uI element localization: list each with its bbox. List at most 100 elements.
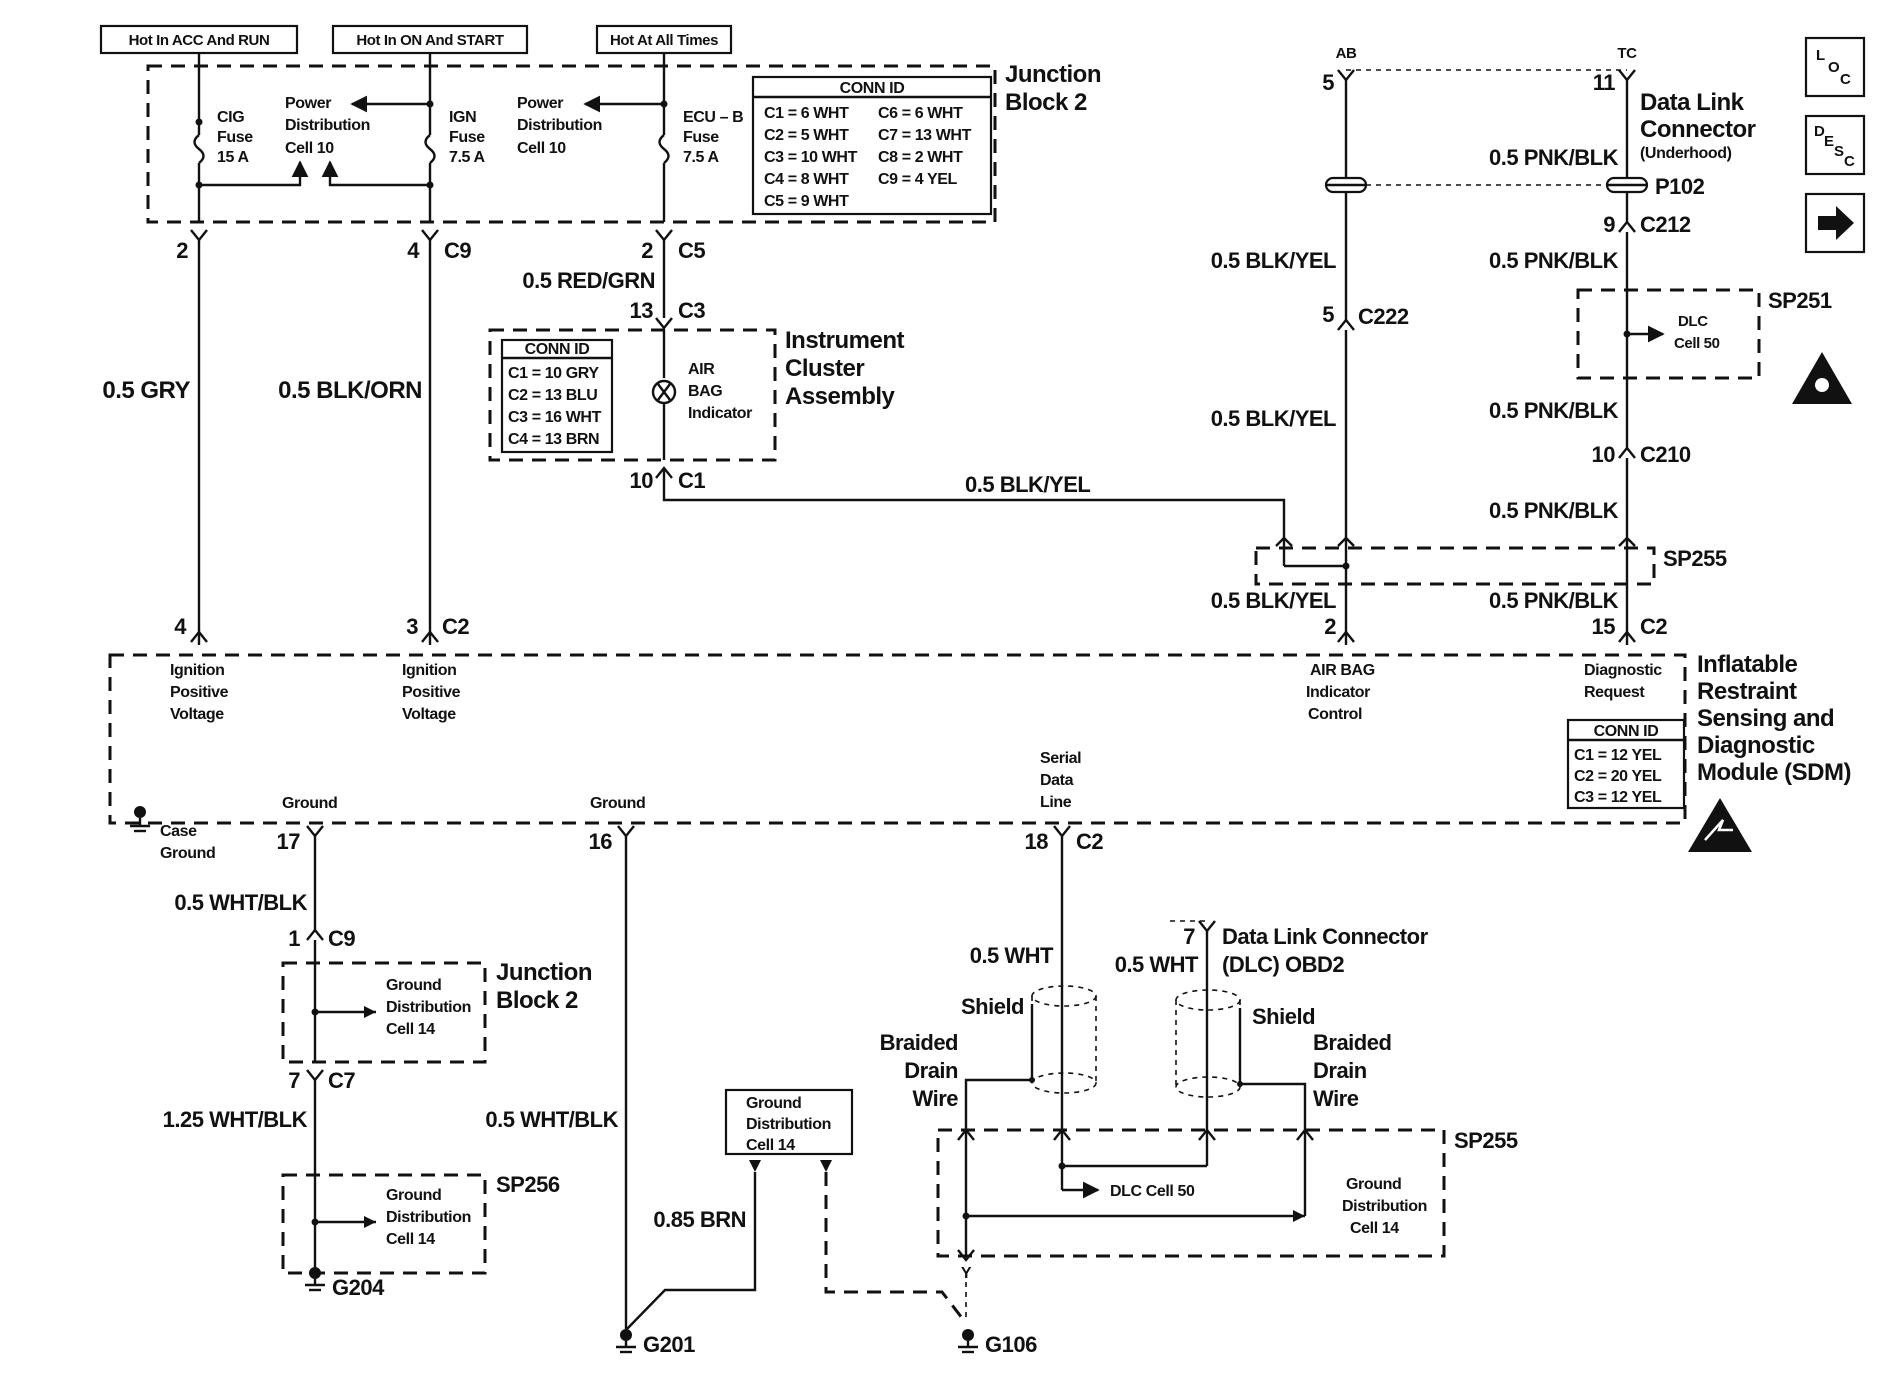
connector-c7-7 — [306, 1069, 324, 1082]
svg-text:DLC Cell 50: DLC Cell 50 — [1110, 1183, 1195, 1200]
svg-text:Diagnostic: Diagnostic — [1584, 662, 1662, 679]
svg-text:C9 = 4 YEL: C9 = 4 YEL — [878, 171, 957, 188]
connector-sdm-2 — [1337, 630, 1355, 643]
description-icon[interactable]: D E S C — [1804, 114, 1866, 176]
svg-text:Ignition: Ignition — [170, 662, 225, 679]
svg-text:Block 2: Block 2 — [1005, 89, 1087, 116]
svg-text:Ignition: Ignition — [402, 662, 457, 679]
splice-sp255-top: SP255 — [1254, 538, 1727, 600]
svg-text:Cell 14: Cell 14 — [746, 1137, 795, 1154]
svg-text:Line: Line — [1040, 794, 1072, 811]
svg-text:11: 11 — [1593, 70, 1616, 95]
svg-text:Ground: Ground — [386, 1187, 441, 1204]
ground-distribution-cell-14: Ground Distribution Cell 14 — [724, 1088, 854, 1172]
svg-text:C4 = 8 WHT: C4 = 8 WHT — [764, 171, 849, 188]
svg-text:C1 = 6 WHT: C1 = 6 WHT — [764, 105, 849, 122]
svg-text:Indicator: Indicator — [1306, 684, 1370, 701]
svg-text:0.5 WHT/BLK: 0.5 WHT/BLK — [485, 1107, 618, 1132]
svg-text:0.5 WHT/BLK: 0.5 WHT/BLK — [174, 890, 307, 915]
ecu-fuse-icon — [658, 134, 670, 164]
svg-text:Instrument: Instrument — [785, 327, 905, 354]
connector-sdm-17 — [306, 825, 324, 838]
svg-text:C9: C9 — [328, 926, 355, 951]
svg-text:18: 18 — [1025, 829, 1049, 854]
connector-c5-2 — [655, 229, 673, 242]
svg-text:0.5 WHT: 0.5 WHT — [970, 943, 1054, 968]
svg-text:16: 16 — [589, 829, 613, 854]
connector-dlc-7 — [1198, 920, 1216, 933]
svg-text:Block 2: Block 2 — [496, 987, 578, 1014]
svg-text:L: L — [1816, 47, 1825, 64]
location-icon[interactable]: L O C — [1804, 36, 1866, 98]
svg-text:Hot In ON And START: Hot In ON And START — [356, 32, 504, 49]
svg-text:Distribution: Distribution — [386, 1209, 471, 1226]
svg-text:CONN ID: CONN ID — [525, 341, 590, 358]
svg-text:(DLC) OBD2: (DLC) OBD2 — [1222, 952, 1344, 977]
svg-text:Voltage: Voltage — [402, 706, 456, 723]
svg-text:Serial: Serial — [1040, 750, 1081, 767]
svg-text:C2 = 5 WHT: C2 = 5 WHT — [764, 127, 849, 144]
next-arrow-icon[interactable] — [1804, 192, 1866, 254]
svg-text:9: 9 — [1603, 212, 1615, 237]
header-acc-run: Hot In ACC And RUN — [99, 24, 299, 55]
ground-g106: G106 — [958, 1329, 1038, 1357]
svg-text:Ground: Ground — [590, 795, 645, 812]
svg-text:Cell 10: Cell 10 — [285, 140, 334, 157]
svg-text:0.5 BLK/YEL: 0.5 BLK/YEL — [1211, 248, 1336, 273]
svg-text:2: 2 — [176, 238, 188, 263]
svg-text:AB: AB — [1336, 45, 1357, 62]
svg-text:15: 15 — [1592, 614, 1616, 639]
ground-g201: G201 — [616, 1329, 696, 1357]
svg-text:C212: C212 — [1640, 212, 1691, 237]
airbag-lamp-icon — [651, 379, 677, 405]
svg-text:1.25 WHT/BLK: 1.25 WHT/BLK — [163, 1107, 308, 1132]
svg-text:Ground: Ground — [746, 1095, 801, 1112]
svg-text:Braided: Braided — [880, 1030, 958, 1055]
shield-left: Shield — [961, 985, 1097, 1094]
svg-text:Fuse: Fuse — [217, 129, 253, 146]
svg-text:Data Link: Data Link — [1640, 89, 1745, 116]
jb2-title: Junction — [1005, 61, 1101, 88]
svg-text:Sensing and: Sensing and — [1697, 705, 1834, 732]
svg-text:15 A: 15 A — [217, 149, 249, 166]
svg-text:C: C — [1840, 71, 1851, 88]
svg-text:Positive: Positive — [402, 684, 461, 701]
svg-text:TC: TC — [1617, 45, 1637, 62]
svg-text:0.5 PNK/BLK: 0.5 PNK/BLK — [1489, 145, 1619, 170]
svg-text:(Underhood): (Underhood) — [1640, 145, 1732, 162]
header-all-times: Hot At All Times — [595, 24, 733, 55]
svg-text:Distribution: Distribution — [386, 999, 471, 1016]
svg-text:C2: C2 — [1076, 829, 1103, 854]
svg-text:Distribution: Distribution — [746, 1116, 831, 1133]
svg-text:1: 1 — [288, 926, 300, 951]
svg-text:10: 10 — [630, 468, 654, 493]
svg-text:Cell 14: Cell 14 — [386, 1231, 435, 1248]
svg-text:CONN ID: CONN ID — [1594, 723, 1659, 740]
svg-text:5: 5 — [1322, 302, 1334, 327]
svg-text:SP255: SP255 — [1454, 1128, 1518, 1153]
svg-text:Power: Power — [517, 95, 563, 112]
splice-sp251: SP251 DLC Cell 50 — [1576, 288, 1832, 380]
svg-text:Cluster: Cluster — [785, 355, 864, 382]
svg-text:Ground: Ground — [160, 845, 215, 862]
svg-text:Wire: Wire — [1313, 1086, 1359, 1111]
svg-text:4: 4 — [174, 614, 187, 639]
connector-ab-5 — [1337, 69, 1355, 82]
svg-text:17: 17 — [277, 829, 301, 854]
svg-text:SP251: SP251 — [1768, 288, 1832, 313]
svg-text:Hot At All Times: Hot At All Times — [610, 32, 718, 49]
svg-text:0.5 WHT: 0.5 WHT — [1115, 952, 1199, 977]
svg-text:C210: C210 — [1640, 442, 1691, 467]
svg-text:C3 = 10 WHT: C3 = 10 WHT — [764, 149, 858, 166]
connector-sdm-3 — [421, 630, 439, 643]
svg-text:10: 10 — [1592, 442, 1616, 467]
svg-text:Cell 10: Cell 10 — [517, 140, 566, 157]
svg-text:Fuse: Fuse — [449, 129, 485, 146]
airbag-warning-icon — [1792, 352, 1852, 404]
svg-text:0.5 BLK/YEL: 0.5 BLK/YEL — [1211, 406, 1336, 431]
svg-text:0.5 PNK/BLK: 0.5 PNK/BLK — [1489, 588, 1619, 613]
svg-text:Ground: Ground — [386, 977, 441, 994]
svg-text:0.5 PNK/BLK: 0.5 PNK/BLK — [1489, 498, 1619, 523]
svg-text:Drain: Drain — [1313, 1058, 1367, 1083]
